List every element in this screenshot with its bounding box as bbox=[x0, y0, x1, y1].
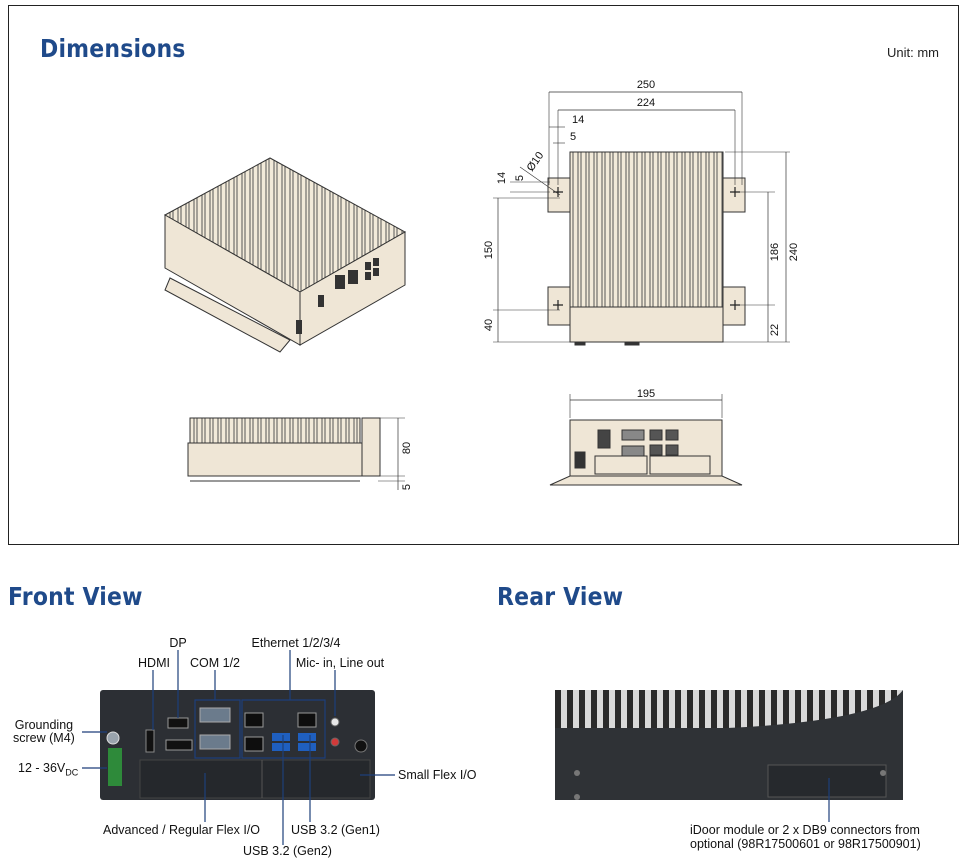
dim-80: 80 bbox=[401, 442, 413, 454]
dim-195: 195 bbox=[637, 388, 655, 400]
front-view-title: Front View bbox=[8, 582, 143, 611]
label-power-text: 12 - 36V bbox=[18, 761, 66, 775]
dimensions-title: Dimensions bbox=[40, 34, 186, 63]
dim-5-top: 5 bbox=[570, 131, 576, 143]
label-idoor: iDoor module or 2 x DB9 connectors from … bbox=[690, 823, 921, 851]
label-power-sub: DC bbox=[65, 767, 79, 778]
side-view bbox=[187, 417, 405, 490]
dim-5-side: 5 bbox=[401, 484, 413, 490]
dim-22: 22 bbox=[769, 324, 781, 336]
dim-40: 40 bbox=[483, 319, 495, 331]
front-callouts bbox=[82, 650, 395, 845]
dim-5-left: 5 bbox=[514, 175, 526, 181]
label-ethernet: Ethernet 1/2/3/4 bbox=[251, 636, 341, 650]
label-grounding: Grounding screw (M4) bbox=[13, 718, 75, 745]
label-dp: DP bbox=[169, 636, 187, 650]
dim-14-left: 14 bbox=[496, 172, 508, 184]
rear-view-title: Rear View bbox=[497, 582, 624, 611]
label-usb-gen2: USB 3.2 (Gen2) bbox=[243, 844, 332, 858]
dim-150: 150 bbox=[483, 241, 495, 259]
label-com: COM 1/2 bbox=[189, 656, 241, 670]
dim-224: 224 bbox=[637, 97, 655, 109]
iso-view bbox=[163, 157, 407, 353]
label-hdmi: HDMI bbox=[138, 656, 170, 670]
dimensions-frame bbox=[8, 5, 959, 545]
label-mic: Mic- in, Line out bbox=[295, 656, 385, 670]
dim-hole: Ø10 bbox=[525, 150, 547, 174]
label-idoor-line2: optional (98R17500601 or 98R17500901) bbox=[690, 837, 921, 851]
front-panel-photo bbox=[100, 690, 375, 800]
label-adv-flex: Advanced / Regular Flex I/O bbox=[103, 823, 261, 837]
label-idoor-line1: iDoor module or 2 x DB9 connectors from bbox=[690, 823, 920, 837]
label-usb-gen1: USB 3.2 (Gen1) bbox=[291, 823, 380, 837]
dim-240: 240 bbox=[788, 243, 800, 261]
label-power: 12 - 36VDC bbox=[18, 761, 78, 778]
top-view bbox=[493, 91, 790, 346]
unit-label: Unit: mm bbox=[887, 45, 939, 60]
rear-panel-photo bbox=[555, 690, 903, 800]
front-dim-view bbox=[549, 394, 743, 486]
label-small-flex: Small Flex I/O bbox=[398, 768, 477, 782]
dim-250: 250 bbox=[637, 79, 655, 91]
dim-186: 186 bbox=[769, 243, 781, 261]
dim-14-top: 14 bbox=[572, 114, 584, 126]
